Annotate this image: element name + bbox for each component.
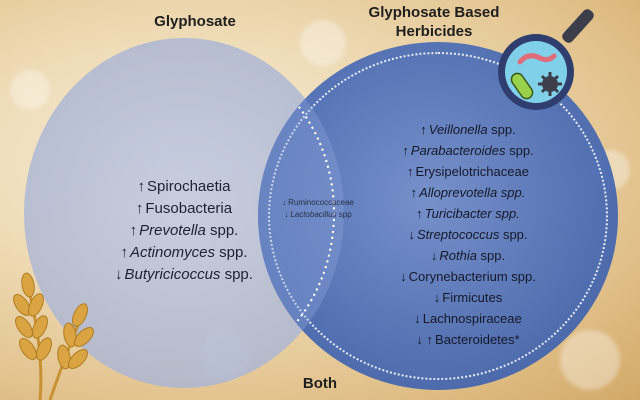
glyphosate-title: Glyphosate [154,13,236,30]
gbh-title-line2: Herbicides [395,23,473,40]
taxon-name: Lachnospiraceae [422,311,522,326]
taxon-item: ↓Streptococcus spp. [368,224,568,245]
taxon-name: Turicibacter spp. [424,206,520,221]
taxon-item: ↓Corynebacterium spp. [368,266,568,287]
arrow-up-icon: ↑ [407,164,414,179]
arrow-up-icon: ↑ [410,185,418,200]
taxon-item: ↑Actinomyces spp. [74,242,294,264]
both-list: ↓Ruminococcaceae↓Lactobacillus spp [266,197,370,221]
taxon-name: Prevotella [139,222,206,239]
taxon-name: Parabacteroides [410,143,506,158]
taxon-suffix: spp. [220,266,253,283]
arrow-down-icon: ↓ [282,198,287,207]
taxon-item: ↑Alloprevotella spp. [368,182,568,203]
taxon-name: Lactobacillus [290,210,337,219]
taxon-suffix: spp [336,210,352,219]
taxon-name: Actinomyces [129,244,215,261]
taxon-name: Erysipelotrichaceae [415,164,529,179]
gbh-title-line1: Glyphosate Based [368,4,500,21]
taxon-item: ↑Erysipelotrichaceae [368,161,568,182]
arrow-up-icon: ↑ [402,143,409,158]
taxon-name: Corynebacterium spp. [408,269,536,284]
taxon-suffix: spp. [476,248,506,263]
taxon-item: ↓ ↑Bacteroidetes* [368,329,568,350]
taxon-suffix: spp. [205,222,239,239]
arrow-up-icon: ↑ [420,122,427,137]
taxon-name: Veillonella [428,122,488,137]
taxon-suffix: spp. [487,122,516,137]
taxon-item: ↑Prevotella spp. [74,220,294,242]
taxon-name: Ruminococcaceae [288,198,354,207]
arrow-up-icon: ↑ [129,222,138,239]
glyphosate-list: ↑Spirochaetia↑Fusobacteria↑Prevotella sp… [74,176,294,286]
taxon-item: ↑Spirochaetia [74,176,294,198]
taxon-suffix: spp. [505,143,534,158]
taxon-name: Bacteroidetes* [435,332,520,347]
arrow-down-icon: ↓ [408,227,415,242]
both-label: Both [302,375,338,392]
arrow-up-icon: ↑ [135,200,144,217]
arrow-down-icon: ↓ [115,266,123,283]
arrow-down-icon: ↓ [433,290,441,305]
taxon-item: ↓Butyricicoccus spp. [74,264,294,286]
taxon-name: Firmicutes [442,290,503,305]
taxon-name: Rothia [439,248,477,263]
arrow-down-icon: ↓ [414,311,421,326]
arrow-updown-icon: ↓ ↑ [416,332,434,347]
taxon-name: Streptococcus [416,227,500,242]
taxon-name: Fusobacteria [145,200,233,217]
arrow-up-icon: ↑ [137,178,146,195]
arrow-down-icon: ↓ [284,210,289,219]
arrow-up-icon: ↑ [120,244,128,261]
wheat-icon [13,272,94,400]
taxon-item: ↑Veillonella spp. [368,119,568,140]
taxon-item: ↑Fusobacteria [74,198,294,220]
taxon-item: ↓Lactobacillus spp [266,209,370,221]
taxon-name: Butyricicoccus [124,266,221,283]
arrow-up-icon: ↑ [416,206,423,221]
arrow-down-icon: ↓ [430,248,438,263]
taxon-suffix: spp. [499,227,528,242]
arrow-down-icon: ↓ [400,269,407,284]
taxon-name: Spirochaetia [147,178,231,195]
taxon-item: ↓Rothia spp. [368,245,568,266]
bokeh-light [300,20,346,66]
gbh-list: ↑Veillonella spp.↑Parabacteroides spp.↑E… [368,119,568,350]
taxon-name: Alloprevotella spp. [419,185,526,200]
gbh-title: Glyphosate Based Herbicides [346,3,522,41]
taxon-item: ↑Parabacteroides spp. [368,140,568,161]
magnifying-glass-bacteria-icon [498,9,594,110]
taxon-item: ↓Lachnospiraceae [368,308,568,329]
taxon-suffix: spp. [215,244,248,261]
taxon-item: ↓Ruminococcaceae [266,197,370,209]
bokeh-light [10,70,50,110]
taxon-item: ↑Turicibacter spp. [368,203,568,224]
taxon-item: ↓Firmicutes [368,287,568,308]
bokeh-light [560,330,620,390]
